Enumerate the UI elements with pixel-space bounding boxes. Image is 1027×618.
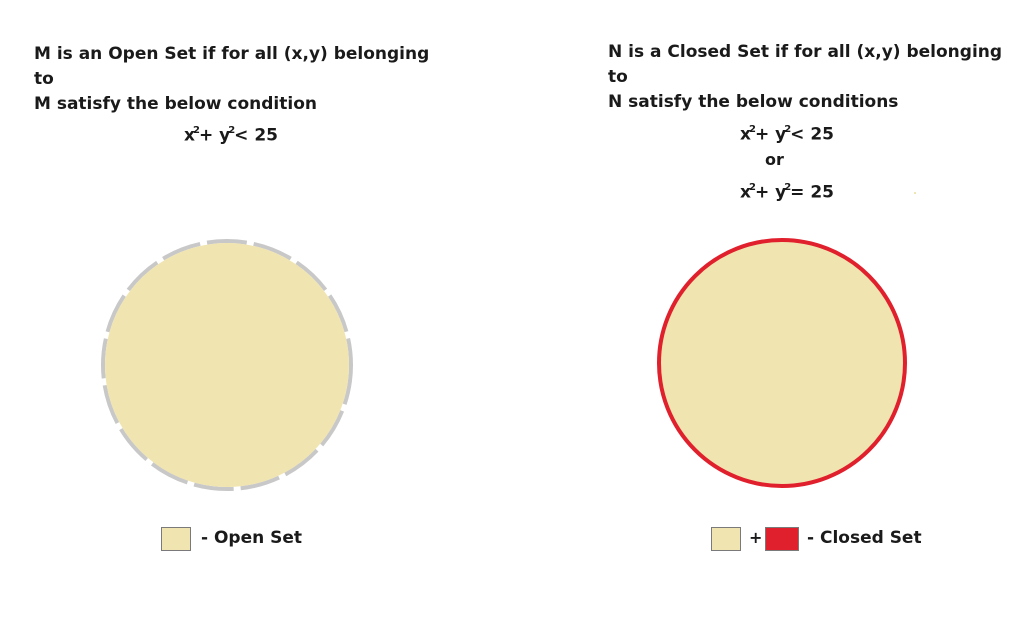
legend-plus-sign: + — [749, 528, 763, 547]
open-set-inequality: x2+ y2< 25 — [184, 125, 278, 146]
closed-set-inequality: x2+ y2< 25 — [740, 124, 834, 145]
open-set-interior — [105, 243, 349, 487]
closed-set-legend-interior-swatch — [711, 527, 741, 551]
open-set-heading-line2: M satisfy the below condition — [34, 94, 317, 114]
closed-set-heading-line1: N is a Closed Set if for all (x,y) belon… — [608, 42, 1003, 87]
open-set-legend-label: - Open Set — [201, 528, 303, 548]
closed-set-boundary — [657, 238, 907, 488]
or-connector: or — [765, 150, 784, 169]
open-set-boundary — [101, 239, 353, 491]
closed-set-interior — [660, 241, 904, 485]
open-set-heading: M is an Open Set if for all (x,y) belong… — [34, 42, 454, 117]
closed-set-diagram — [657, 238, 907, 488]
stray-pixel — [914, 192, 916, 194]
open-set-heading-line1: M is an Open Set if for all (x,y) belong… — [34, 44, 430, 89]
closed-set-legend-boundary-swatch — [765, 527, 799, 551]
closed-set-heading-line2: N satisfy the below conditions — [608, 92, 899, 112]
open-set-diagram — [101, 239, 353, 491]
closed-set-heading: N is a Closed Set if for all (x,y) belon… — [608, 40, 1018, 115]
closed-set-equation: x2+ y2= 25 — [740, 182, 834, 203]
closed-set-legend-label: - Closed Set — [807, 528, 922, 548]
open-set-legend-swatch — [161, 527, 191, 551]
